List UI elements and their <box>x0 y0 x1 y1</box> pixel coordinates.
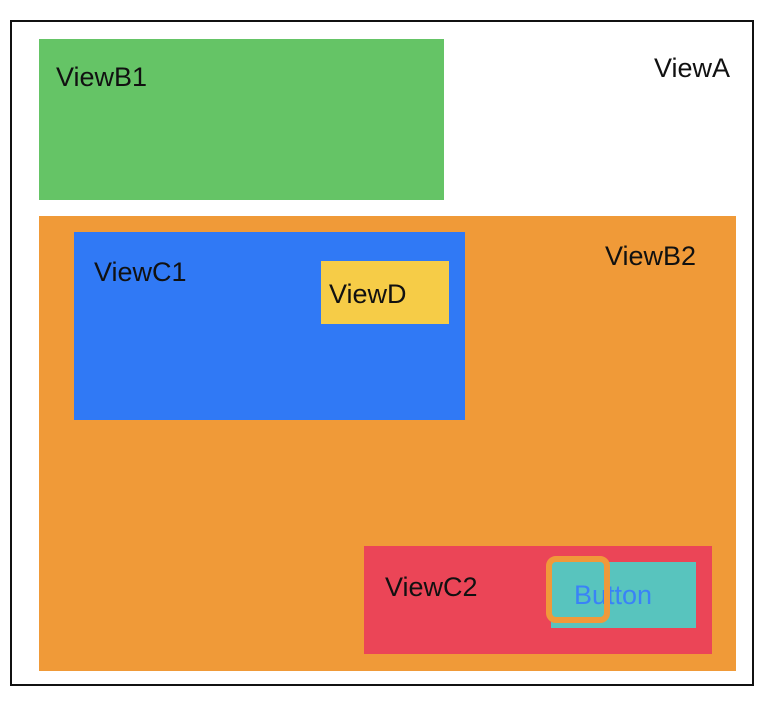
view-b1 <box>39 39 444 200</box>
view-d-label: ViewD <box>329 279 407 309</box>
view-c2-label: ViewC2 <box>385 572 478 602</box>
view-a-label: ViewA <box>654 53 731 83</box>
touch-highlight <box>546 556 610 623</box>
view-b1-label: ViewB1 <box>56 62 148 92</box>
view-b2-label: ViewB2 <box>605 241 697 271</box>
view-d <box>321 261 449 324</box>
button-label[interactable]: Button <box>574 580 653 610</box>
view-c1-label: ViewC1 <box>94 257 187 287</box>
